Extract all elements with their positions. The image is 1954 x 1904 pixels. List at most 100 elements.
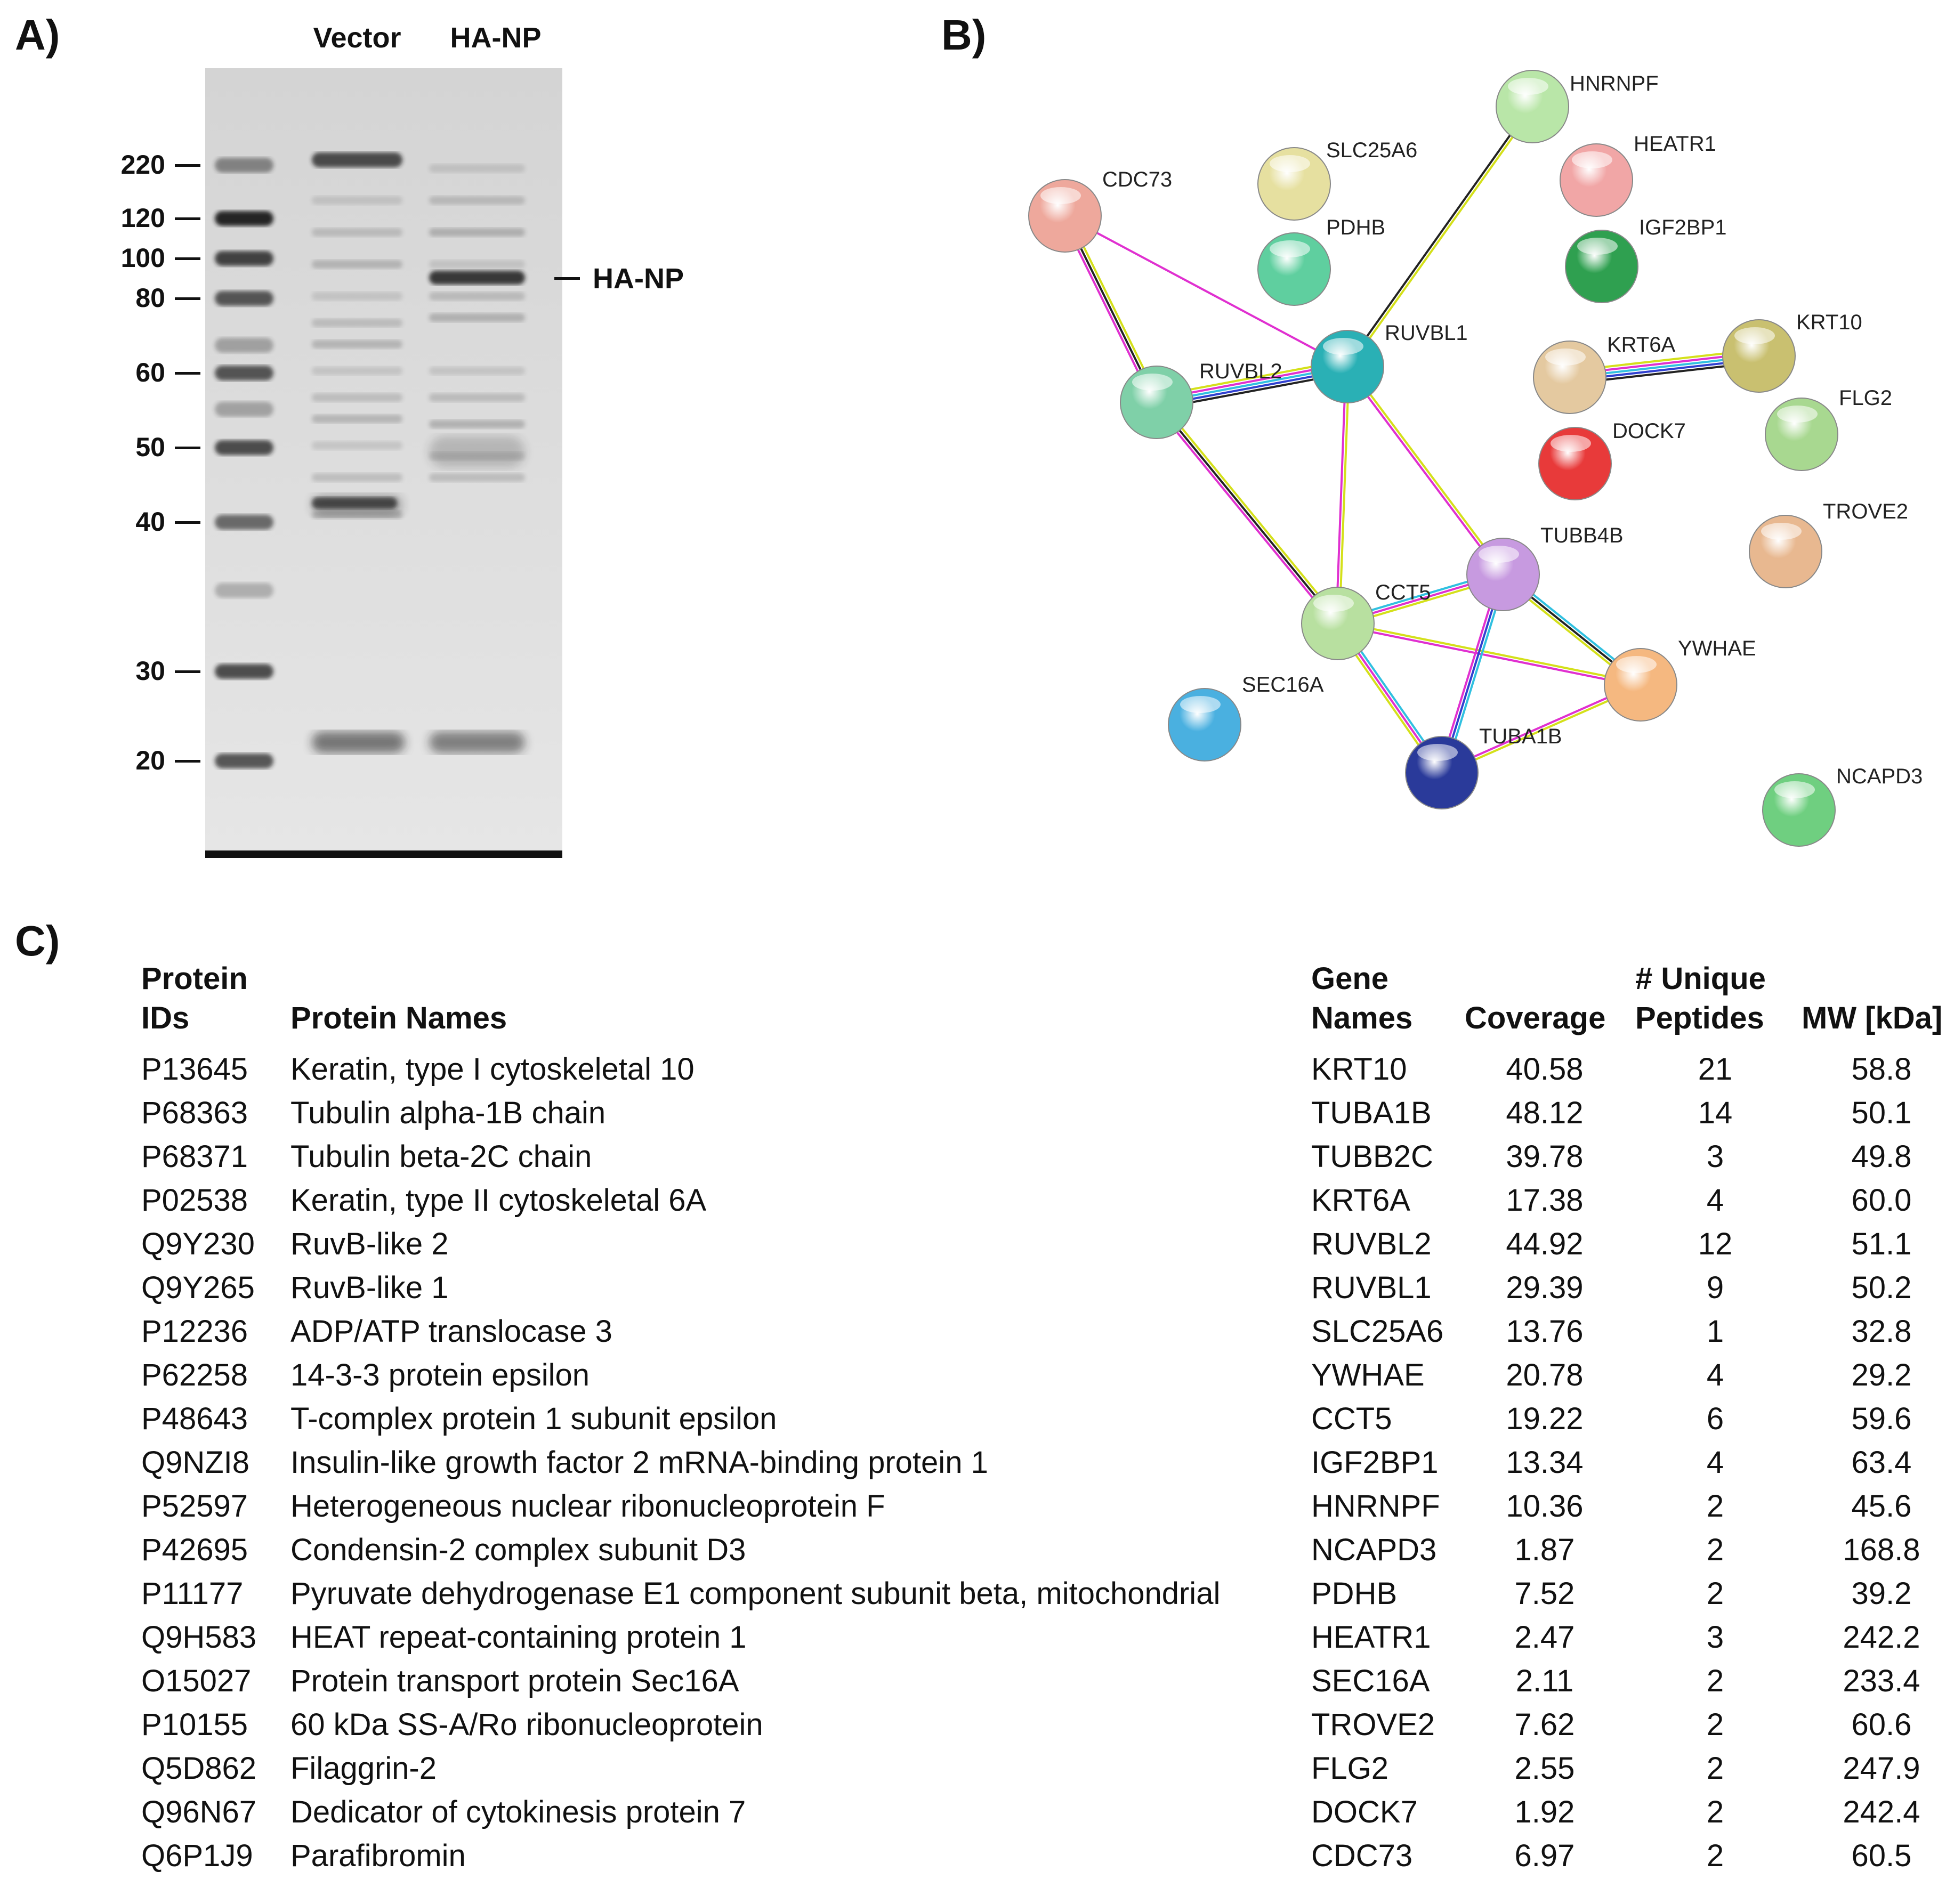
mw-marker-tick: [175, 447, 200, 449]
node-trove2[interactable]: TROVE2: [1749, 500, 1908, 588]
node-krt6a[interactable]: KRT6A: [1533, 333, 1676, 414]
node-ruvbl2[interactable]: RUVBL2: [1120, 360, 1282, 439]
header-gene-names-2: Names: [1311, 1001, 1413, 1035]
node-dock7[interactable]: DOCK7: [1538, 419, 1686, 500]
ladder-band: [215, 366, 273, 380]
coverage-cell: 13.76: [1506, 1314, 1584, 1349]
ha-np-lane-band: [429, 228, 525, 237]
protein-name-cell: Tubulin alpha-1B chain: [290, 1096, 606, 1130]
mw-marker-tick: [175, 760, 200, 763]
mw-marker-label: 20: [135, 746, 165, 775]
gene-name-cell: TUBA1B: [1311, 1096, 1432, 1130]
node-highlight: [1508, 78, 1548, 95]
gene-name-cell: TROVE2: [1311, 1707, 1435, 1742]
node-cct5[interactable]: CCT5: [1301, 581, 1431, 660]
vector-band: [312, 292, 402, 301]
node-highlight: [1270, 155, 1310, 172]
node-highlight: [1479, 546, 1519, 563]
mw-kda-cell: 233.4: [1843, 1664, 1920, 1698]
mw-kda-cell: 60.0: [1851, 1183, 1912, 1218]
protein-name-cell: 60 kDa SS-A/Ro ribonucleoprotein: [290, 1707, 763, 1742]
gene-name-cell: RUVBL1: [1311, 1270, 1432, 1305]
coverage-cell: 17.38: [1506, 1183, 1584, 1218]
unique-peptides-cell: 12: [1698, 1227, 1733, 1261]
unique-peptides-cell: 21: [1698, 1052, 1733, 1087]
coverage-cell: 7.62: [1514, 1707, 1575, 1742]
gene-name-cell: PDHB: [1311, 1576, 1398, 1611]
ladder-band: [215, 211, 273, 226]
mw-marker-label: 100: [120, 243, 165, 273]
unique-peptides-cell: 2: [1706, 1795, 1724, 1829]
protein-id-cell: P12236: [141, 1314, 248, 1349]
node-ywhae[interactable]: YWHAE: [1604, 637, 1756, 722]
node-label: TUBB4B: [1540, 524, 1624, 547]
mw-kda-cell: 45.6: [1851, 1489, 1912, 1524]
gene-name-cell: TUBB2C: [1311, 1139, 1433, 1174]
node-tuba1b[interactable]: TUBA1B: [1405, 725, 1562, 809]
node-label: RUVBL1: [1385, 321, 1468, 345]
mw-kda-cell: 39.2: [1851, 1576, 1912, 1611]
coverage-cell: 2.11: [1515, 1664, 1574, 1698]
node-flg2[interactable]: FLG2: [1765, 386, 1892, 471]
node-label: NCAPD3: [1836, 765, 1923, 788]
node-label: HNRNPF: [1570, 72, 1659, 95]
gene-name-cell: HEATR1: [1311, 1620, 1431, 1655]
vector-band: [312, 497, 397, 509]
node-highlight: [1777, 406, 1818, 423]
ha-np-lane-band: [429, 436, 525, 468]
mw-kda-cell: 242.2: [1843, 1620, 1920, 1655]
protein-name-cell: Parafibromin: [290, 1838, 466, 1873]
gene-name-cell: YWHAE: [1311, 1358, 1425, 1392]
panel-label-b: B): [941, 11, 987, 59]
coverage-cell: 2.55: [1514, 1751, 1575, 1786]
interaction-edge: [1338, 367, 1350, 624]
mw-kda-cell: 51.1: [1851, 1227, 1912, 1261]
header-mw-kda: MW [kDa]: [1802, 1001, 1943, 1035]
mw-marker-tick: [175, 521, 200, 524]
ha-np-lane-band: [429, 164, 525, 173]
protein-id-cell: Q96N67: [141, 1795, 257, 1829]
node-highlight: [1616, 656, 1657, 673]
ladder-band: [215, 583, 273, 598]
protein-id-cell: O15027: [141, 1664, 252, 1698]
protein-name-cell: RuvB-like 1: [290, 1270, 449, 1305]
ladder-band: [215, 440, 273, 455]
unique-peptides-cell: 2: [1706, 1576, 1724, 1611]
node-ruvbl1[interactable]: RUVBL1: [1311, 321, 1468, 403]
node-slc25a6[interactable]: SLC25A6: [1257, 139, 1417, 221]
node-cdc73[interactable]: CDC73: [1028, 168, 1172, 253]
unique-peptides-cell: 14: [1698, 1096, 1733, 1130]
unique-peptides-cell: 2: [1706, 1664, 1724, 1698]
mw-marker-tick: [175, 297, 200, 300]
node-krt10[interactable]: KRT10: [1722, 311, 1862, 393]
node-label: SEC16A: [1242, 673, 1324, 696]
node-sec16a[interactable]: SEC16A: [1168, 673, 1324, 761]
lane-label-ha-np: HA-NP: [450, 22, 542, 54]
node-heatr1[interactable]: HEATR1: [1560, 132, 1716, 217]
protein-id-cell: P68363: [141, 1096, 248, 1130]
unique-peptides-cell: 3: [1706, 1139, 1724, 1174]
node-highlight: [1577, 238, 1618, 255]
protein-name-cell: Keratin, type I cytoskeletal 10: [290, 1052, 695, 1087]
vector-band: [312, 196, 402, 205]
node-hnrnpf[interactable]: HNRNPF: [1496, 70, 1659, 143]
ha-np-lane-band: [429, 732, 525, 753]
node-ncapd3[interactable]: NCAPD3: [1762, 765, 1923, 847]
ladder-band: [215, 754, 273, 768]
node-igf2bp1[interactable]: IGF2BP1: [1565, 216, 1727, 303]
mw-kda-cell: 59.6: [1851, 1401, 1912, 1436]
node-highlight: [1313, 595, 1354, 612]
mw-kda-cell: 242.4: [1843, 1795, 1920, 1829]
node-pdhb[interactable]: PDHB: [1257, 216, 1385, 306]
band-pointer: [554, 277, 580, 280]
node-tubb4b[interactable]: TUBB4B: [1466, 524, 1624, 611]
coverage-cell: 40.58: [1506, 1052, 1584, 1087]
protein-name-cell: Condensin-2 complex subunit D3: [290, 1533, 746, 1567]
unique-peptides-cell: 2: [1706, 1489, 1724, 1524]
protein-name-cell: Dedicator of cytokinesis protein 7: [290, 1795, 746, 1829]
vector-band: [312, 473, 402, 482]
ha-np-lane-band: [429, 292, 525, 301]
mw-kda-cell: 60.6: [1851, 1707, 1912, 1742]
gene-name-cell: HNRNPF: [1311, 1489, 1440, 1524]
mw-marker-label: 50: [135, 432, 165, 462]
